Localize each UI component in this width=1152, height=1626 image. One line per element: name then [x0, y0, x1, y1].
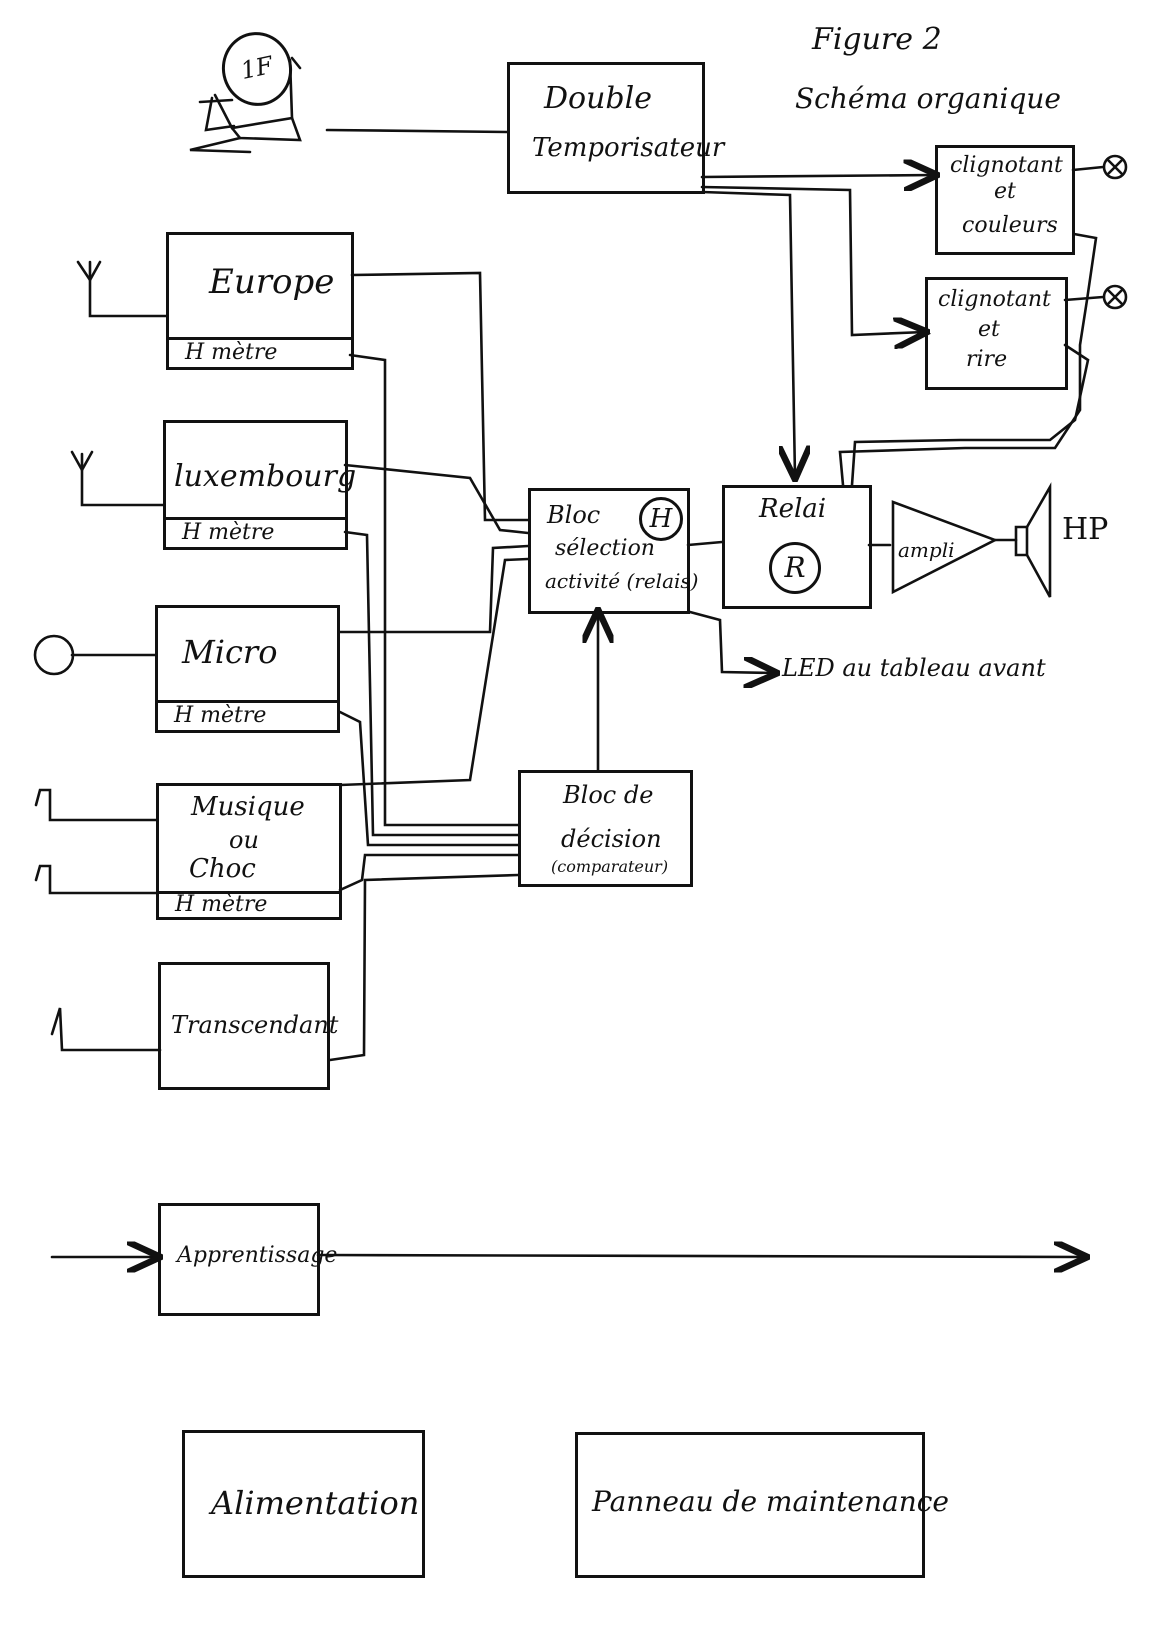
block-label: luxembourg [174, 459, 357, 494]
clignotant-couleurs-block: clignotant et couleurs [935, 145, 1075, 255]
h-metre-label: H mètre [158, 700, 337, 730]
transcendant-block: Transcendant [158, 962, 338, 1090]
block-label: Musique [191, 792, 305, 822]
block-label: Temporisateur [532, 133, 725, 163]
h-metre-label: H mètre [169, 337, 351, 367]
block-label: Panneau de maintenance [592, 1485, 949, 1518]
panneau-maintenance-block: Panneau de maintenance [575, 1432, 949, 1578]
clignotant-rire-block: clignotant et rire [925, 277, 1068, 390]
bloc-decision-block: Bloc de décision (comparateur) [518, 770, 693, 887]
figure-title: Figure 2 [812, 22, 942, 57]
micro-block: Micro H mètre [155, 605, 340, 733]
block-label: Bloc de [563, 781, 654, 809]
block-label: Transcendant [171, 1011, 339, 1039]
block-label: Europe [209, 262, 335, 302]
r-badge-icon: R [769, 542, 821, 594]
block-label: clignotant [938, 287, 1051, 312]
musique-choc-block: Musique ou Choc H mètre [156, 783, 342, 920]
apprentissage-block: Apprentissage [158, 1203, 337, 1316]
block-label: clignotant [950, 153, 1063, 178]
europe-block: Europe H mètre [166, 232, 354, 370]
h-badge-icon: H [639, 497, 683, 541]
block-label: (comparateur) [551, 857, 669, 876]
alimentation-block: Alimentation [182, 1430, 425, 1578]
figure-subtitle: Schéma organique [795, 82, 1061, 115]
block-label: Choc [189, 854, 256, 884]
block-label: Alimentation [211, 1484, 420, 1522]
block-label: Micro [182, 633, 278, 671]
coin-slot-icon [189, 56, 302, 154]
ampli-label: ampli [898, 538, 955, 562]
block-label: Double [544, 81, 652, 116]
led-label: LED au tableau avant [782, 654, 1046, 682]
block-label: Relai [759, 494, 827, 524]
block-label: couleurs [962, 213, 1058, 238]
block-label: ou [229, 826, 259, 854]
block-label: rire [966, 347, 1008, 372]
microphone-icon [33, 634, 75, 676]
block-label: Apprentissage [177, 1243, 338, 1268]
h-metre-label: H mètre [166, 517, 345, 547]
bloc-selection-block: Bloc sélection activité (relais) H [528, 488, 698, 614]
lamp-icon [1102, 154, 1128, 310]
block-label: sélection [555, 536, 655, 561]
block-label: Bloc [547, 501, 601, 529]
block-label: décision [561, 825, 662, 853]
block-label: et [994, 179, 1016, 204]
block-label: et [978, 317, 1000, 342]
relai-block: Relai R [722, 485, 872, 609]
luxembourg-block: luxembourg H mètre [163, 420, 356, 550]
block-label: activité (relais) [545, 569, 699, 593]
hp-label: HP [1062, 512, 1109, 547]
double-temporisateur-block: Double Temporisateur [507, 62, 724, 194]
h-metre-label: H mètre [159, 891, 339, 917]
